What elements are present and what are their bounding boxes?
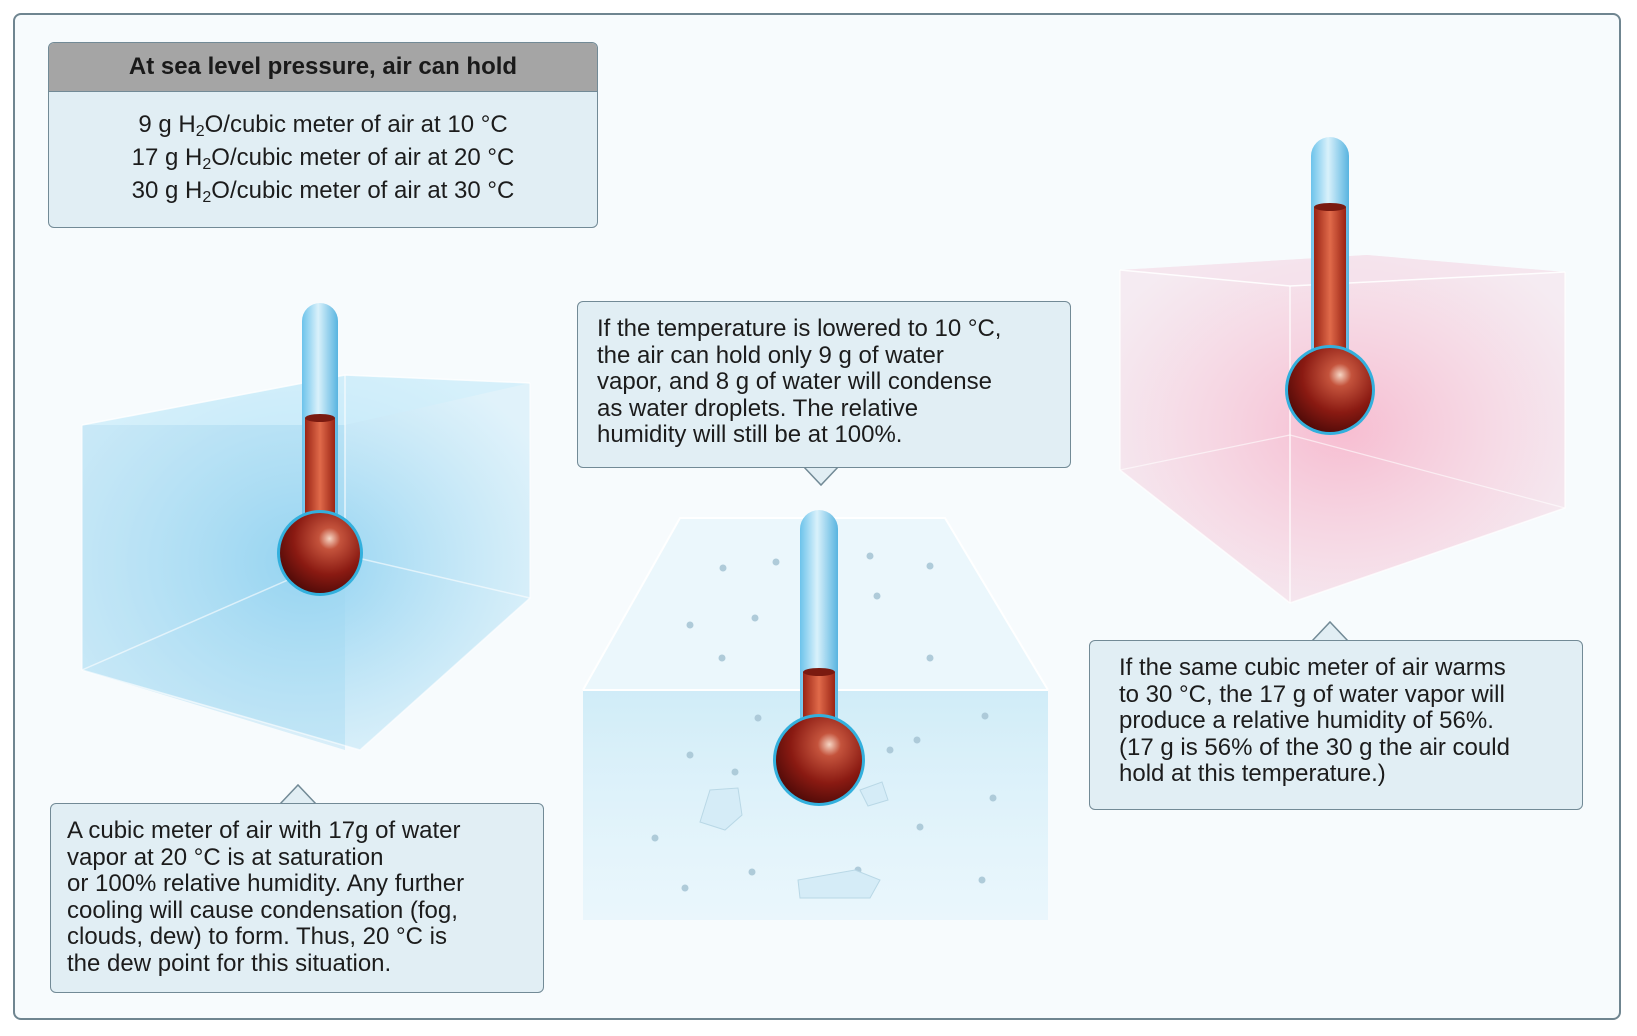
pointer-lowered	[801, 465, 841, 487]
thermometer-30c	[1285, 137, 1375, 435]
pointer-saturation	[278, 783, 318, 805]
callout-saturation: A cubic meter of air with 17g of water v…	[50, 803, 544, 993]
callout-saturation-text: A cubic meter of air with 17g of water v…	[67, 817, 465, 977]
capacity-row-20c: 17 g H2O/cubic meter of air at 20 °C	[131, 144, 515, 173]
capacity-row-10c: 9 g H2O/cubic meter of air at 10 °C	[138, 111, 508, 140]
callout-warmed-text: If the same cubic meter of air warms to …	[1119, 654, 1510, 787]
air-capacity-box: At sea level pressure, air can hold 9 g …	[48, 42, 598, 228]
pointer-warmed	[1310, 620, 1350, 642]
capacity-row-30c: 30 g H2O/cubic meter of air at 30 °C	[131, 177, 515, 206]
thermometer-20c	[277, 303, 363, 596]
callout-warmed: If the same cubic meter of air warms to …	[1089, 640, 1583, 810]
capacity-heading: At sea level pressure, air can hold	[49, 43, 597, 92]
callout-lowered-text: If the temperature is lowered to 10 °C, …	[597, 315, 1002, 448]
thermometer-10c	[773, 510, 865, 806]
callout-lowered: If the temperature is lowered to 10 °C, …	[577, 301, 1071, 468]
